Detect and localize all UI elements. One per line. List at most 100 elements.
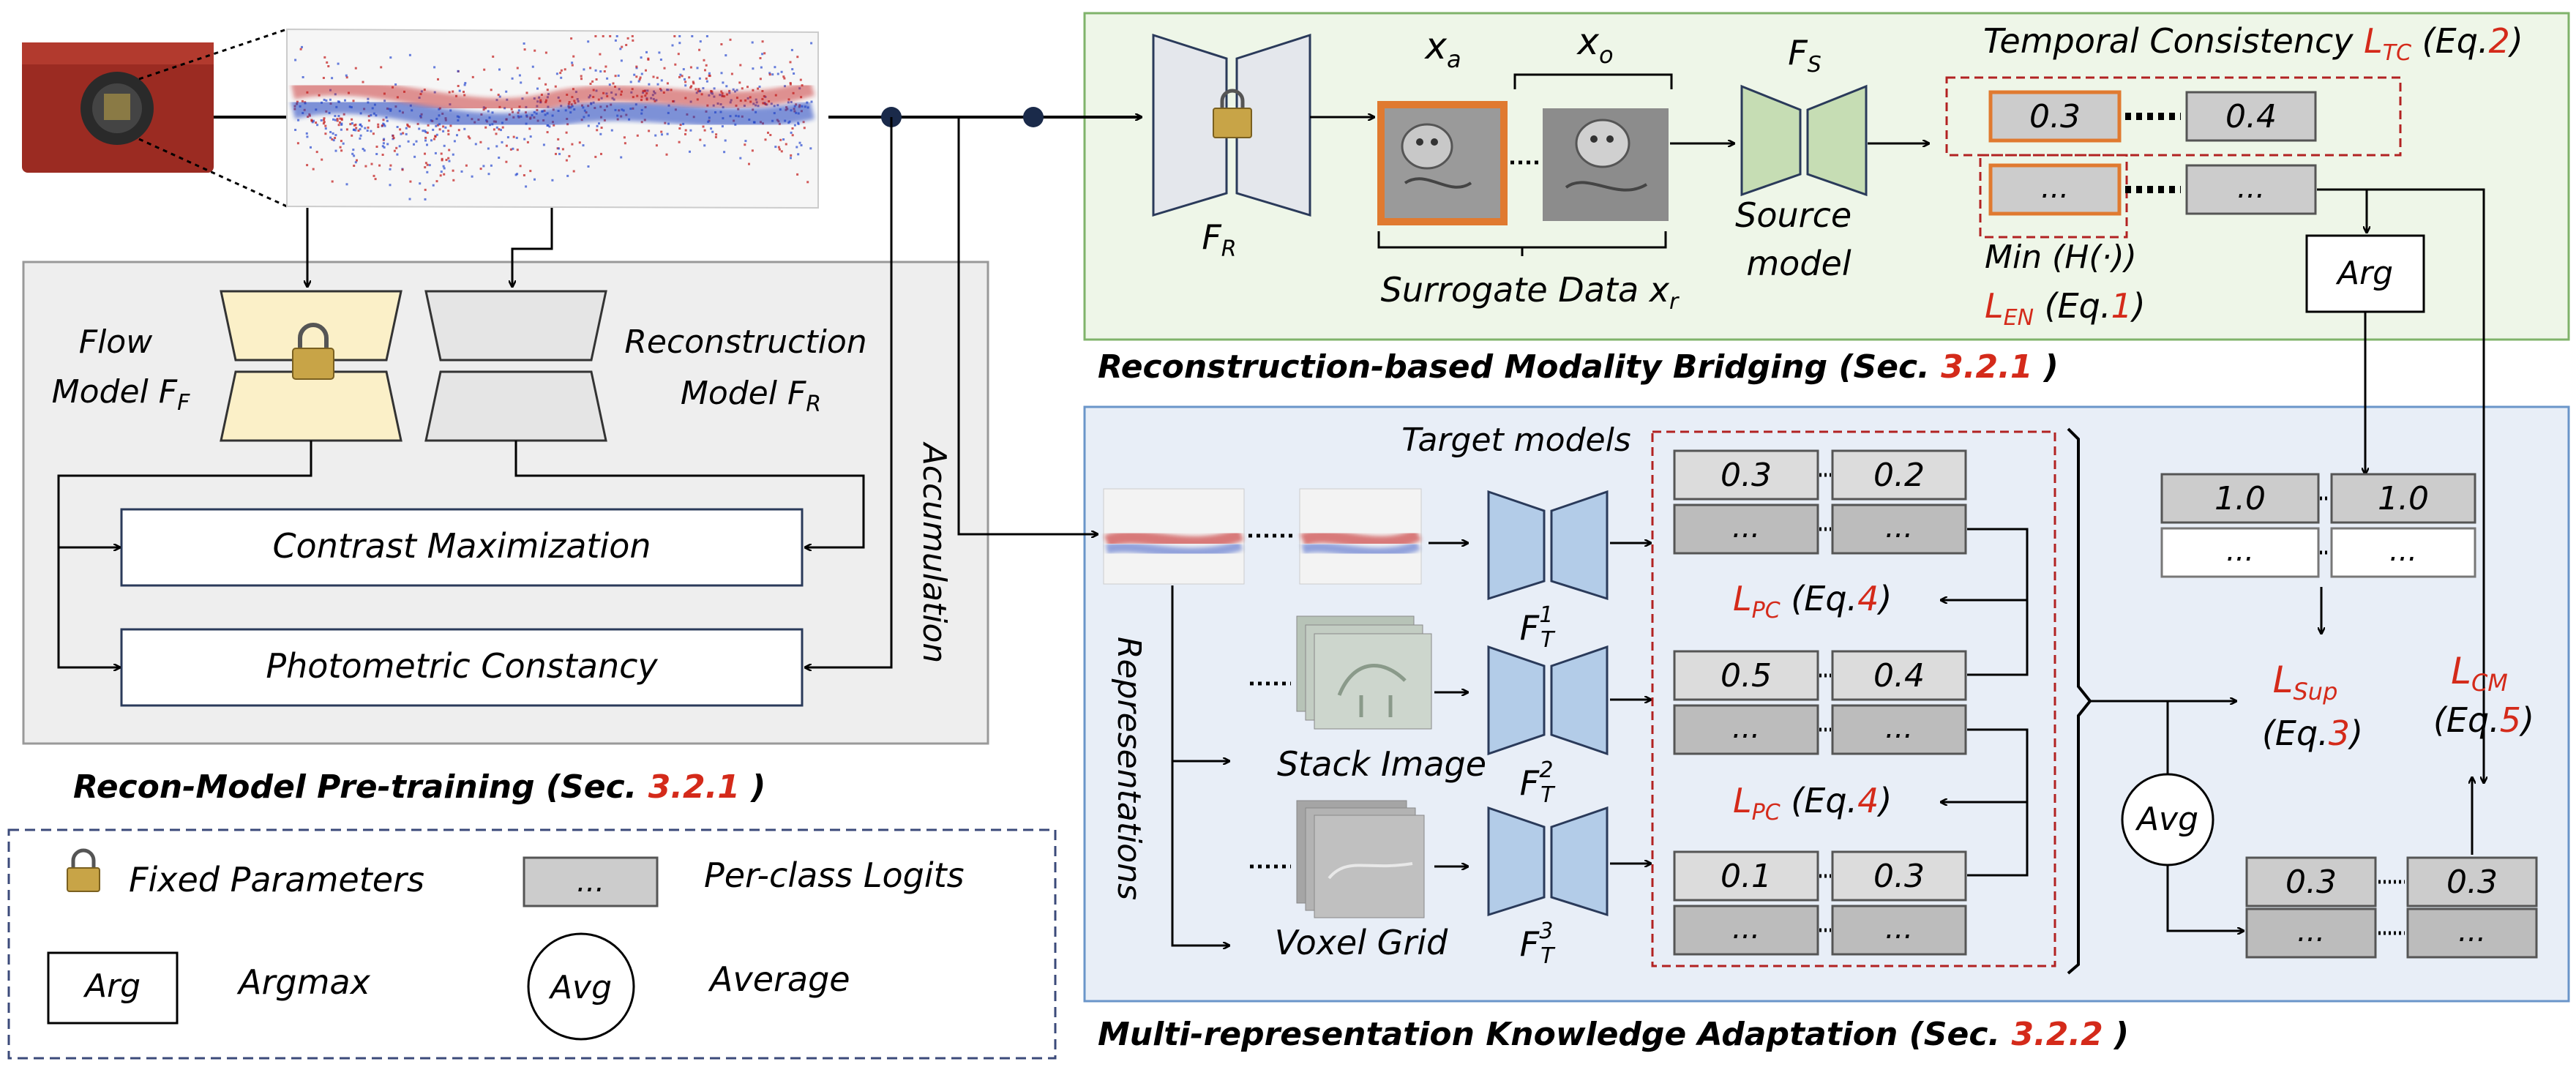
logit-box: [1673, 650, 1819, 701]
recon-model-label: Reconstruction Model FR: [624, 323, 877, 417]
event-dot: [416, 122, 419, 125]
contrast-max-label: Contrast Maximization: [272, 526, 651, 566]
event-dot: [572, 170, 575, 173]
logit-value: ...: [1885, 912, 1913, 946]
event-dot: [463, 91, 465, 93]
event-dot: [678, 75, 681, 78]
xo-label: xo: [1576, 20, 1613, 69]
event-dot: [367, 126, 370, 129]
event-dot: [353, 128, 356, 131]
event-dot: [789, 61, 792, 64]
event-dot: [433, 138, 435, 141]
event-dot: [523, 138, 526, 141]
event-dot: [720, 43, 723, 45]
event-dot: [780, 150, 783, 153]
temporal-consistency-label: Temporal Consistency LTC (Eq.2): [1983, 21, 2523, 66]
event-dot: [722, 81, 724, 84]
event-dot: [557, 138, 560, 141]
event-dot: [708, 74, 711, 77]
event-dot: [474, 143, 477, 146]
event-dot: [561, 148, 564, 151]
event-dot: [460, 170, 463, 173]
event-dot: [418, 127, 421, 130]
event-dot: [301, 45, 303, 48]
event-dot: [302, 76, 304, 78]
event-dot: [572, 55, 575, 58]
event-dot: [452, 90, 454, 93]
event-frame-image: [1103, 488, 1245, 585]
event-dot: [354, 161, 357, 164]
event-dot: [354, 67, 357, 70]
accumulation-label: Accumulation: [916, 441, 953, 664]
event-dot: [354, 129, 357, 132]
event-dot: [603, 70, 606, 72]
event-dot: [704, 69, 706, 72]
event-dot: [424, 152, 426, 155]
event-dot: [564, 68, 566, 71]
event-dot: [735, 89, 738, 91]
event-dot: [604, 65, 607, 68]
xo-brace: [1513, 73, 1673, 89]
event-dot: [571, 64, 574, 67]
event-dot: [448, 149, 451, 151]
event-dot: [790, 154, 793, 157]
event-dot: [323, 119, 325, 121]
event-dot: [679, 73, 682, 76]
event-dot: [791, 127, 794, 130]
event-dot: [728, 89, 731, 92]
event-dot: [307, 116, 310, 118]
event-dot: [498, 68, 501, 71]
event-dot: [802, 121, 805, 124]
event-dot: [596, 129, 599, 132]
event-dot: [498, 95, 501, 98]
event-dot: [620, 156, 623, 159]
pseudo-label-value: 1.0: [2214, 480, 2266, 517]
event-dot: [322, 77, 325, 79]
avg-logit-box: [2245, 907, 2377, 959]
event-dot: [558, 147, 560, 150]
event-dot: [406, 123, 409, 126]
event-dot: [305, 132, 308, 135]
event-dot: [791, 134, 794, 137]
event-dot: [546, 131, 549, 134]
event-dot: [544, 83, 547, 86]
surrogate-brace: [1377, 231, 1667, 256]
event-dot: [544, 51, 547, 54]
event-dot: [310, 146, 312, 149]
event-dot: [321, 158, 323, 161]
event-dot: [798, 141, 801, 144]
event-dot: [440, 152, 443, 155]
event-dot: [402, 132, 405, 135]
event-dot: [705, 80, 708, 83]
event-dot: [691, 35, 694, 37]
event-dot: [632, 39, 634, 42]
avg-logit-value: 0.3: [2285, 864, 2337, 901]
event-dot: [655, 144, 658, 147]
event-dot: [612, 82, 615, 85]
event-dot: [793, 124, 796, 127]
event-dot: [495, 145, 498, 148]
event-dot: [703, 59, 705, 61]
event-dot: [364, 165, 367, 168]
event-dot: [723, 151, 726, 154]
event-dot: [374, 178, 377, 181]
event-dot: [511, 77, 514, 80]
event-dot: [424, 166, 427, 169]
event-dot: [448, 91, 451, 94]
event-dot: [396, 126, 399, 128]
event-dot: [580, 78, 583, 81]
event-dot: [381, 124, 383, 127]
event-dot: [725, 85, 728, 88]
event-dot: [533, 178, 536, 181]
event-dot: [614, 75, 617, 78]
event-dot: [394, 83, 397, 86]
event-dot: [555, 72, 558, 75]
logit-box: [1831, 650, 1967, 701]
event-dot: [315, 151, 318, 154]
event-dot: [619, 48, 622, 50]
event-dot: [678, 127, 681, 130]
event-dot: [779, 138, 782, 141]
event-dot: [447, 157, 450, 160]
avg-logit-value: ...: [2458, 915, 2486, 948]
event-frame-image: [1299, 488, 1422, 585]
